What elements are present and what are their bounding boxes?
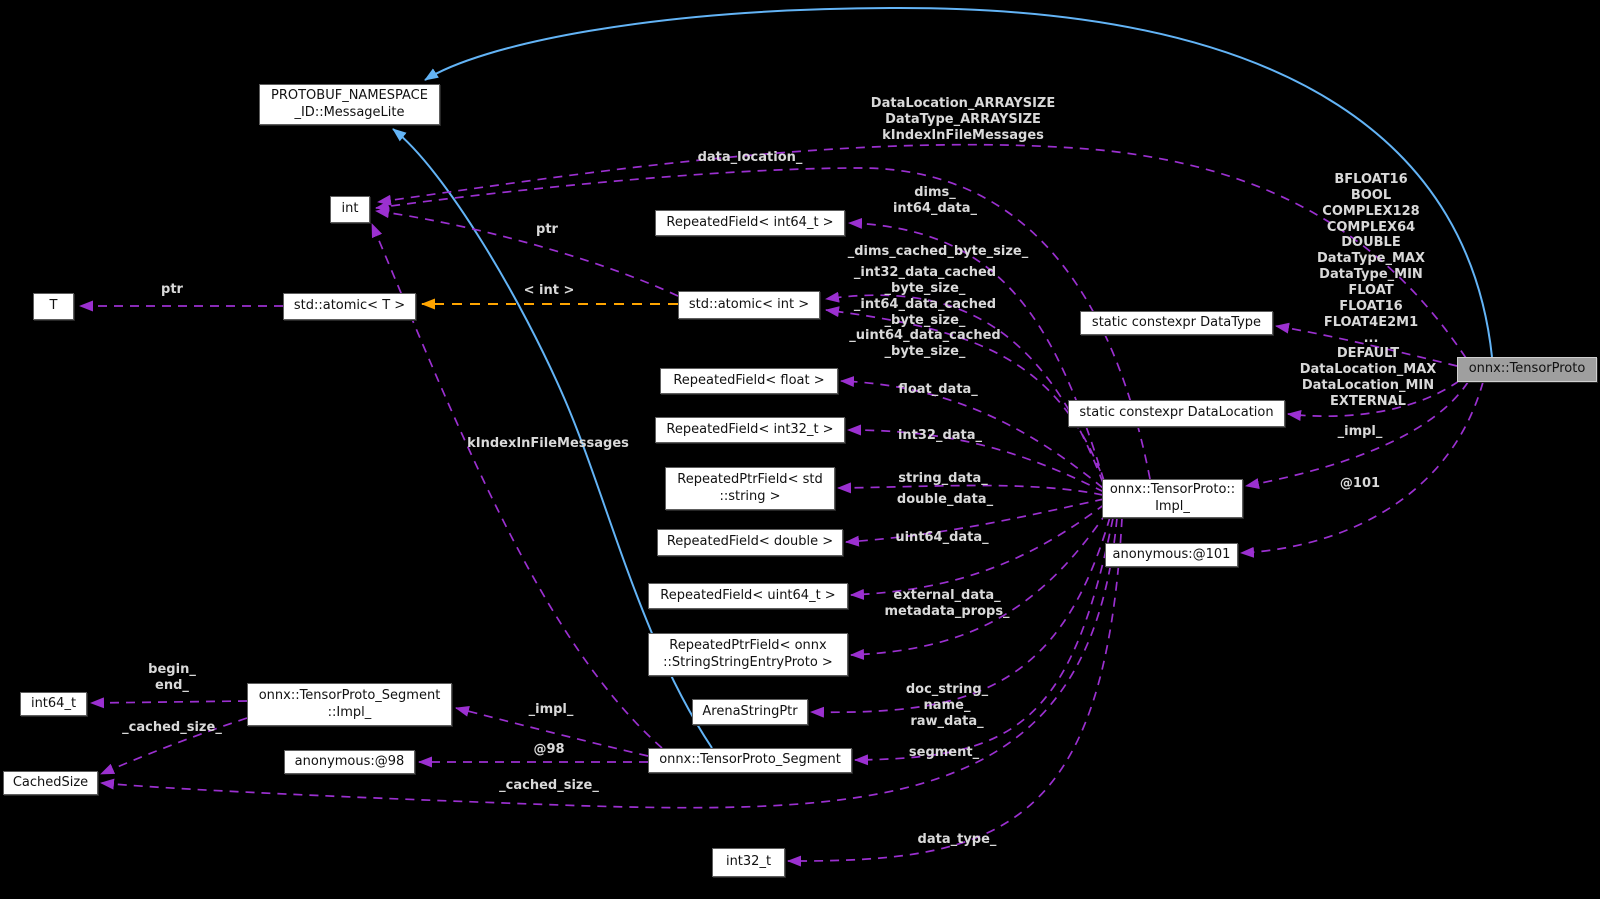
edge-externaldata <box>850 511 1108 660</box>
node-tensorproto-segment-impl[interactable]: onnx::TensorProto_Segment ::Impl_ <box>247 683 452 726</box>
node-tensorproto-segment[interactable]: onnx::TensorProto_Segment <box>648 748 852 773</box>
node-repeatedfield-uint64[interactable]: RepeatedField< uint64_t > <box>648 583 848 609</box>
node-repeatedptrfield-string[interactable]: RepeatedPtrField< std ::string > <box>665 467 835 510</box>
edge-arraysize-int <box>377 143 1467 359</box>
edge-at101 <box>1240 381 1484 558</box>
node-t[interactable]: T <box>33 293 74 320</box>
node-cachedsize[interactable]: CachedSize <box>3 771 98 795</box>
node-atomic-int[interactable]: std::atomic< int > <box>678 291 820 319</box>
edge-docstring-arena <box>810 516 1111 718</box>
node-int64-t[interactable]: int64_t <box>20 692 87 716</box>
edge-cachedsizes-atomicint <box>825 306 1107 487</box>
node-anonymous-98[interactable]: anonymous:@98 <box>284 750 415 774</box>
edge-impl-left <box>455 705 649 757</box>
edge-datatype-values <box>1275 322 1458 367</box>
node-tensorproto: onnx::TensorProto <box>1457 357 1597 382</box>
edge-impl-right <box>1245 381 1469 489</box>
node-messagelite[interactable]: PROTOBUF_NAMESPACE _ID::MessageLite <box>259 84 440 125</box>
edge-floatdata <box>840 376 1104 489</box>
edge-doubledata <box>845 498 1105 547</box>
node-static-constexpr-datatype[interactable]: static constexpr DataType <box>1080 311 1273 335</box>
edge-ptr-atomicint-int <box>375 207 679 297</box>
node-int32-t[interactable]: int32_t <box>712 848 785 877</box>
edge-begin-end <box>90 697 248 709</box>
node-repeatedfield-double[interactable]: RepeatedField< double > <box>657 529 843 556</box>
edge-stringdata <box>837 482 1104 496</box>
edge-cachedsize-impl <box>100 517 1118 809</box>
node-repeatedptrfield-stringstringentryproto[interactable]: RepeatedPtrField< onnx ::StringStringEnt… <box>648 633 848 676</box>
node-arenastringptr[interactable]: ArenaStringPtr <box>692 699 808 725</box>
node-atomic-t[interactable]: std::atomic< T > <box>283 293 416 320</box>
edge-int32data <box>847 424 1105 493</box>
edge-dimscached-atomicint <box>825 291 1104 484</box>
node-int[interactable]: int <box>330 196 370 223</box>
edge-inherit-tensorproto-messagelite <box>424 6 1493 358</box>
edge-dims-rfint64 <box>848 217 1105 482</box>
node-repeatedfield-int64[interactable]: RepeatedField< int64_t > <box>655 210 845 236</box>
edge-datatype-int32 <box>787 517 1123 867</box>
node-anonymous-101[interactable]: anonymous:@101 <box>1105 543 1238 567</box>
edge-segment-field <box>854 517 1114 766</box>
edge-uint64data <box>850 503 1106 600</box>
node-repeatedfield-int32[interactable]: RepeatedField< int32_t > <box>655 417 845 443</box>
node-static-constexpr-datalocation[interactable]: static constexpr DataLocation <box>1068 400 1285 427</box>
edge-cached-left <box>100 717 248 775</box>
edge-datalocation-values <box>1287 380 1460 421</box>
node-tensorproto-impl[interactable]: onnx::TensorProto:: Impl_ <box>1102 479 1243 518</box>
node-repeatedfield-float[interactable]: RepeatedField< float > <box>660 368 838 394</box>
